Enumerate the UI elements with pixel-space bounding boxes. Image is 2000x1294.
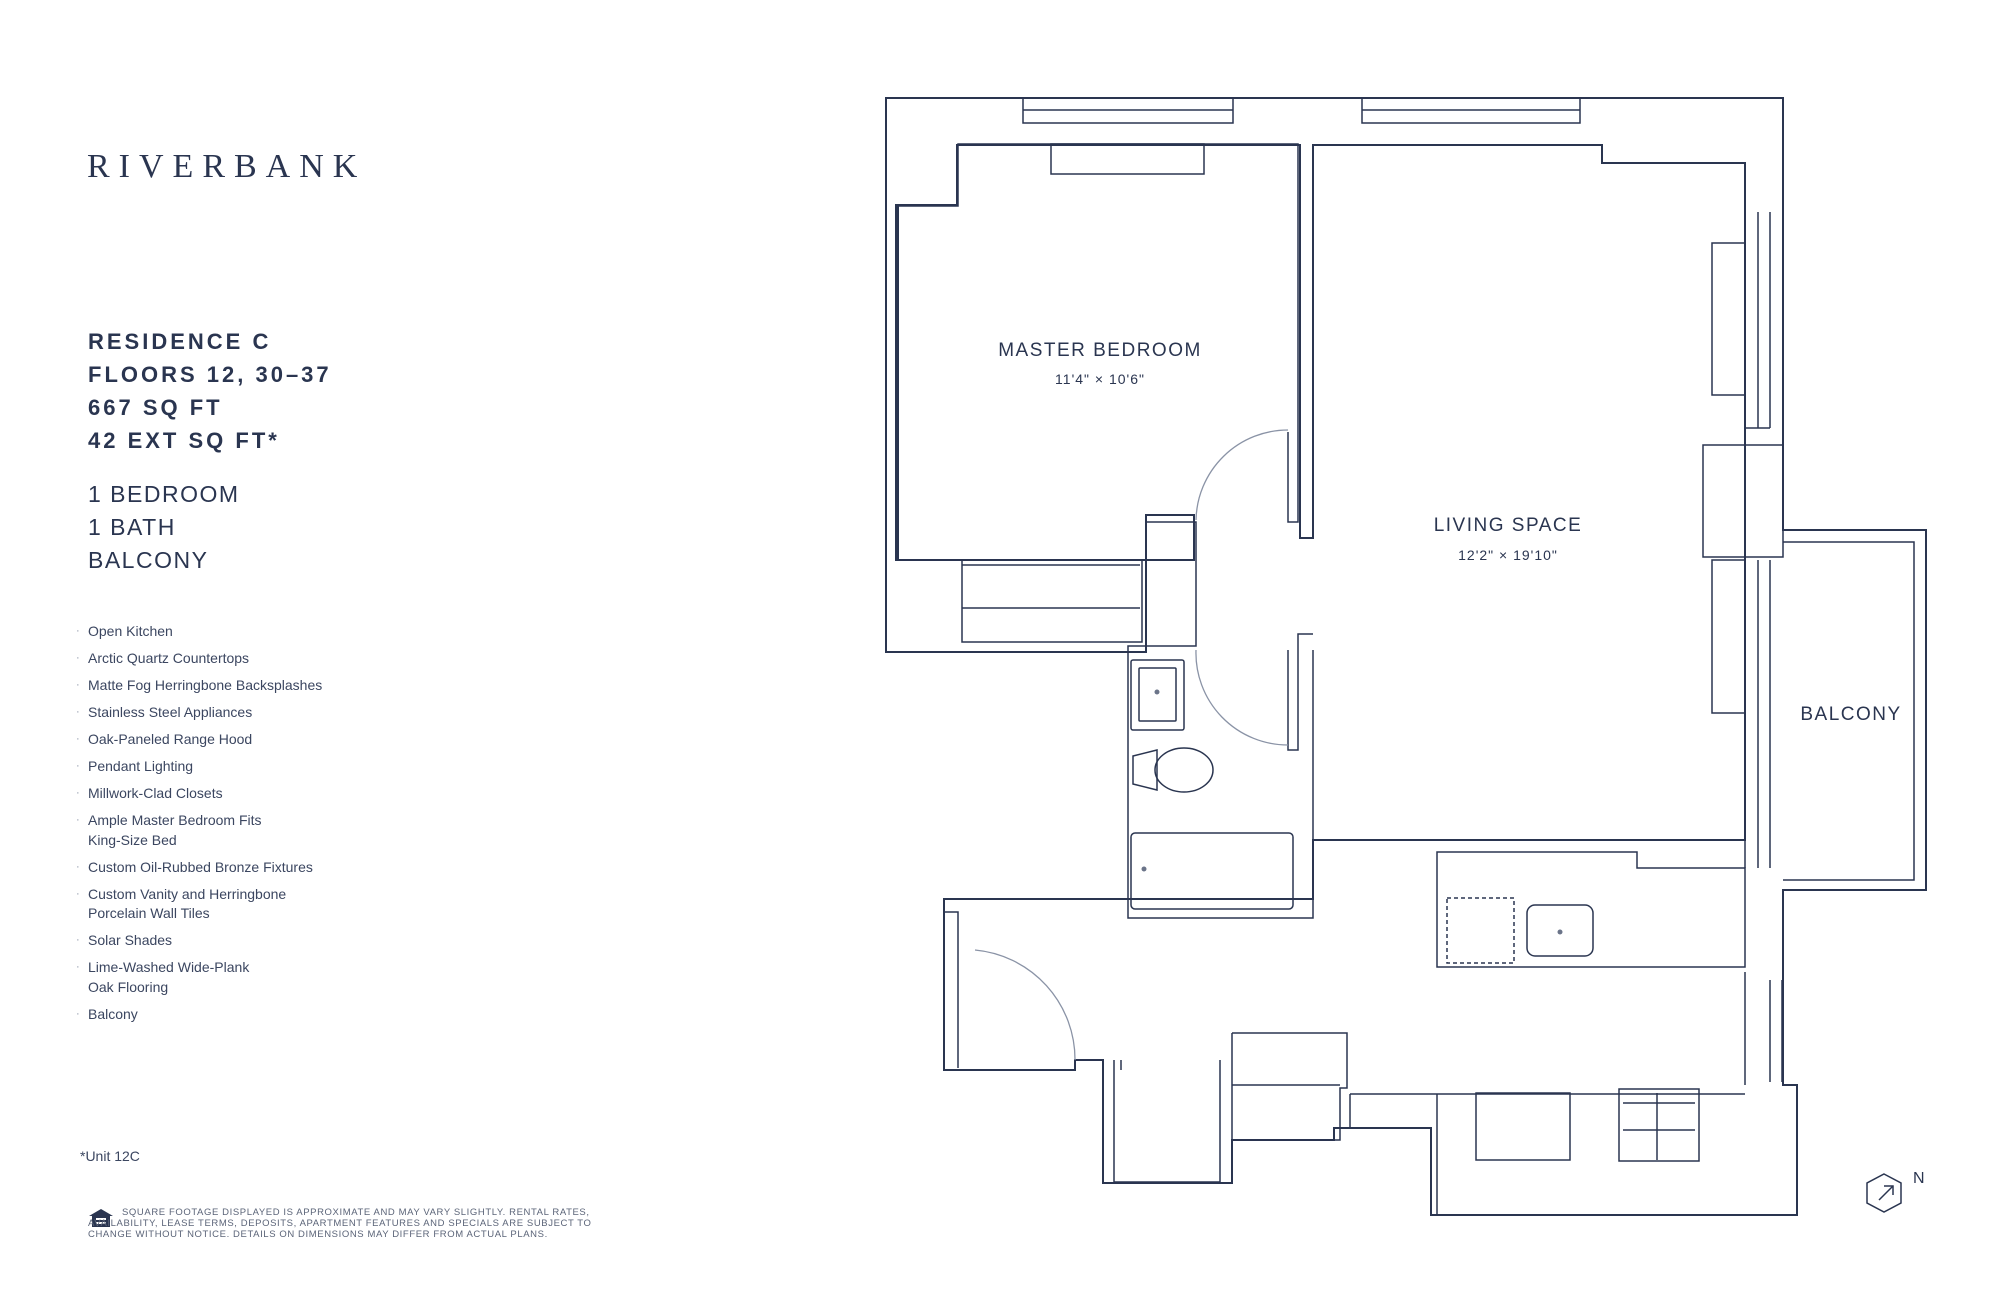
bullet-icon: · [76,814,80,826]
bullet-icon: · [76,760,80,772]
interior-walls [898,98,1915,1215]
bullet-icon: · [76,652,80,664]
feature-item: · Solar Shades [76,931,322,951]
feature-item: · Ample Master Bedroom Fits King-Size Bed [76,811,322,850]
balcony-feature: BALCONY [88,547,209,573]
feature-text: Stainless Steel Appliances [88,704,253,720]
bullet-icon: · [76,860,80,873]
bullet-icon: · [76,1007,80,1020]
bullet-icon: · [76,733,80,745]
living-space-label: LIVING SPACE [1434,515,1583,536]
bullet-icon: · [76,625,80,637]
bullet-icon: · [76,961,80,973]
residence-ext-area: 42 EXT SQ FT* [88,428,280,453]
feature-text: Pendant Lighting [88,758,194,774]
feature-item: · Oak-Paneled Range Hood [76,730,322,750]
bullet-icon: · [76,934,80,946]
bullet-icon: · [76,887,80,900]
feature-item: · Pendant Lighting [76,757,322,777]
door-swings [974,429,1289,1061]
living-space-dims: 12'2" × 19'10" [1458,547,1558,563]
feature-item: · Lime-Washed Wide-Plank Oak Flooring [76,958,322,997]
feature-item: · Stainless Steel Appliances [76,703,322,723]
unit-summary: 1 BEDROOM 1 BATH BALCONY [88,478,240,577]
feature-text: Lime-Washed Wide-Plank Oak Flooring [88,959,250,995]
feature-text: Custom Oil-Rubbed Bronze Fixtures [88,858,313,875]
feature-item: · Custom Vanity and Herringbone Porcelain… [76,885,322,924]
brand-logo: RIVERBANK [87,148,367,185]
features-list: ·Open Kitchen·Arctic Quartz Countertops·… [76,622,322,1032]
feature-item: · Arctic Quartz Countertops [76,649,322,669]
residence-floors: FLOORS 12, 30–37 [88,362,332,387]
feature-text: Custom Vanity and Herringbone Porcelain … [88,885,287,922]
residence-name: RESIDENCE C [88,329,272,354]
residence-area: 667 SQ FT [88,395,223,420]
bath-count: 1 BATH [88,514,176,540]
feature-text: Balcony [88,1005,138,1022]
bullet-icon: · [76,679,80,691]
fixture-dots [1141,689,1563,935]
residence-specs: RESIDENCE C FLOORS 12, 30–37 667 SQ FT 4… [88,325,332,457]
feature-text: Oak-Paneled Range Hood [88,731,253,747]
feature-item: · Matte Fog Herringbone Backsplashes [76,676,322,696]
north-arrow-icon [1866,1173,1902,1213]
feature-item: · Open Kitchen [76,622,322,642]
equal-housing-icon [89,1209,113,1227]
master-bedroom-dims: 11'4" × 10'6" [1055,371,1145,387]
disclaimer-text: SQUARE FOOTAGE DISPLAYED IS APPROXIMATE … [88,1207,592,1240]
balcony-label: BALCONY [1800,704,1901,725]
master-bedroom-label: MASTER BEDROOM [998,340,1202,361]
feature-item: · Balcony [76,1005,322,1025]
feature-item: · Millwork-Clad Closets [76,784,322,804]
feature-item: · Custom Oil-Rubbed Bronze Fixtures [76,858,322,878]
feature-text: Matte Fog Herringbone Backsplashes [88,677,323,693]
feature-text: Solar Shades [88,932,173,948]
feature-text: Millwork-Clad Closets [88,785,223,801]
bullet-icon: · [76,706,80,718]
bullet-icon: · [76,787,80,799]
unit-footnote: *Unit 12C [80,1148,140,1164]
feature-text: Arctic Quartz Countertops [88,650,250,666]
feature-text: Ample Master Bedroom Fits King-Size Bed [88,812,262,848]
bedroom-count: 1 BEDROOM [88,481,240,507]
feature-text: Open Kitchen [88,623,173,639]
north-label: N [1913,1170,1925,1187]
